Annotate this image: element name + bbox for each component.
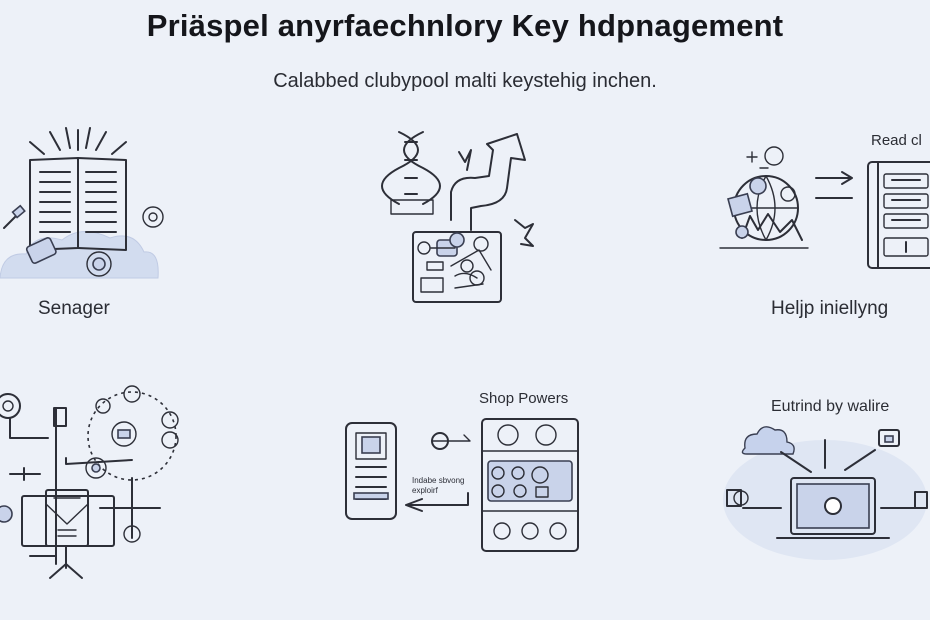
wrench-icon: [3, 204, 26, 229]
book-icon: [29, 127, 127, 251]
page-title: Priäspel anyrfaechnlory Key hdpnagement: [146, 8, 784, 43]
senager-label: Senager: [38, 298, 110, 319]
help-label: Helјp iniellyng: [771, 298, 889, 319]
dna-icon: [381, 131, 441, 205]
shop-note-line-1: Indabe sbvong: [412, 476, 465, 485]
read-illustration: [712, 130, 930, 280]
page-subtitle: Calabbed clubypool malti keystehig inche…: [273, 70, 657, 92]
eutrind-illustration: [715, 410, 930, 560]
shop-label: Shop Powers: [479, 390, 569, 407]
flow-illustration: [375, 120, 555, 310]
read-label: Read cl: [871, 132, 922, 149]
shop-note: Indabe sbvong exploirf: [412, 476, 472, 496]
cloud-icon: [741, 426, 795, 455]
shop-illustration: [340, 395, 590, 560]
shop-note-line-2: exploirf: [412, 486, 438, 495]
eutrind-label: Eutrind by walire: [771, 398, 890, 415]
senager-illustration: [0, 120, 180, 290]
network-illustration: [0, 378, 200, 588]
